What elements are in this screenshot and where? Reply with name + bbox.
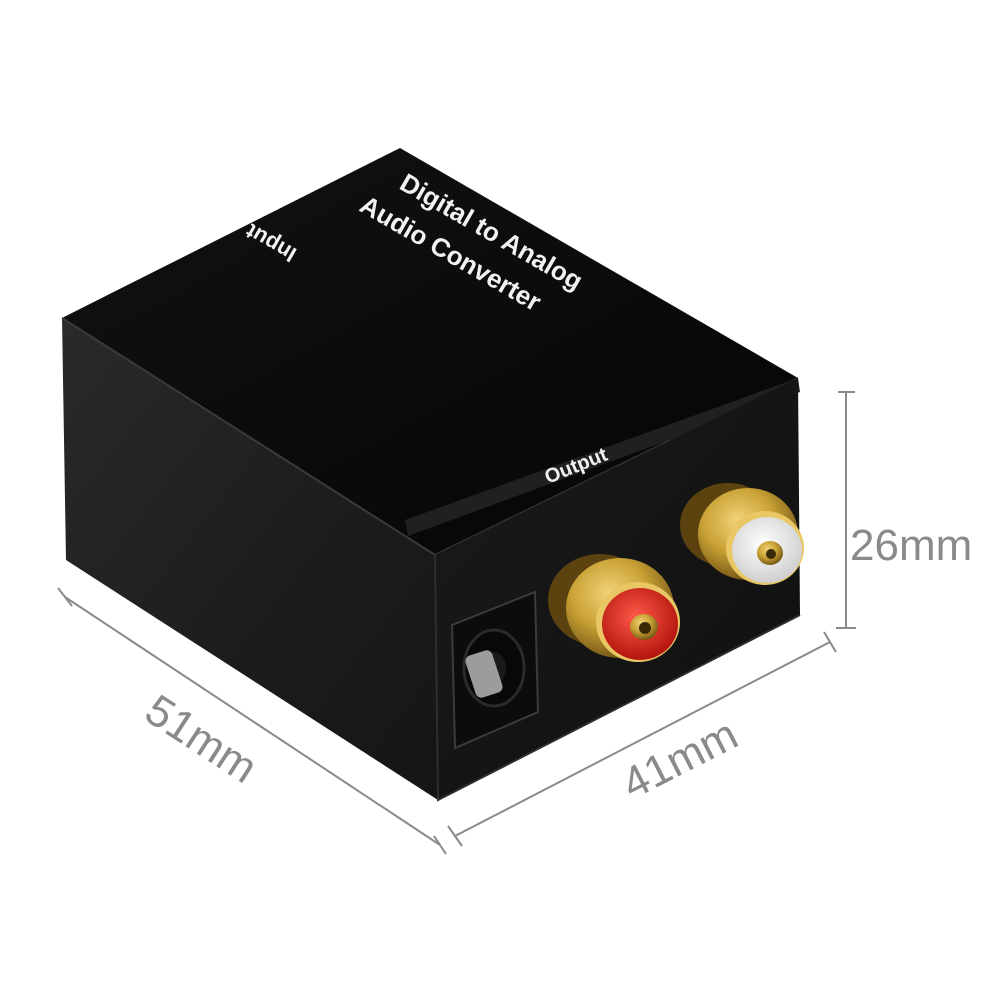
dc-power-jack <box>450 590 540 750</box>
rca-red-jack <box>548 554 680 662</box>
length-label: 51mm <box>137 685 266 793</box>
left-side-panel <box>62 318 438 800</box>
width-dimension <box>447 631 837 847</box>
width-label: 41mm <box>614 710 745 809</box>
height-label: 26mm <box>850 521 972 570</box>
length-dimension <box>57 587 447 855</box>
top-cover-lip <box>405 378 800 536</box>
rca-white-jack <box>680 483 804 585</box>
height-dimension <box>836 391 856 629</box>
